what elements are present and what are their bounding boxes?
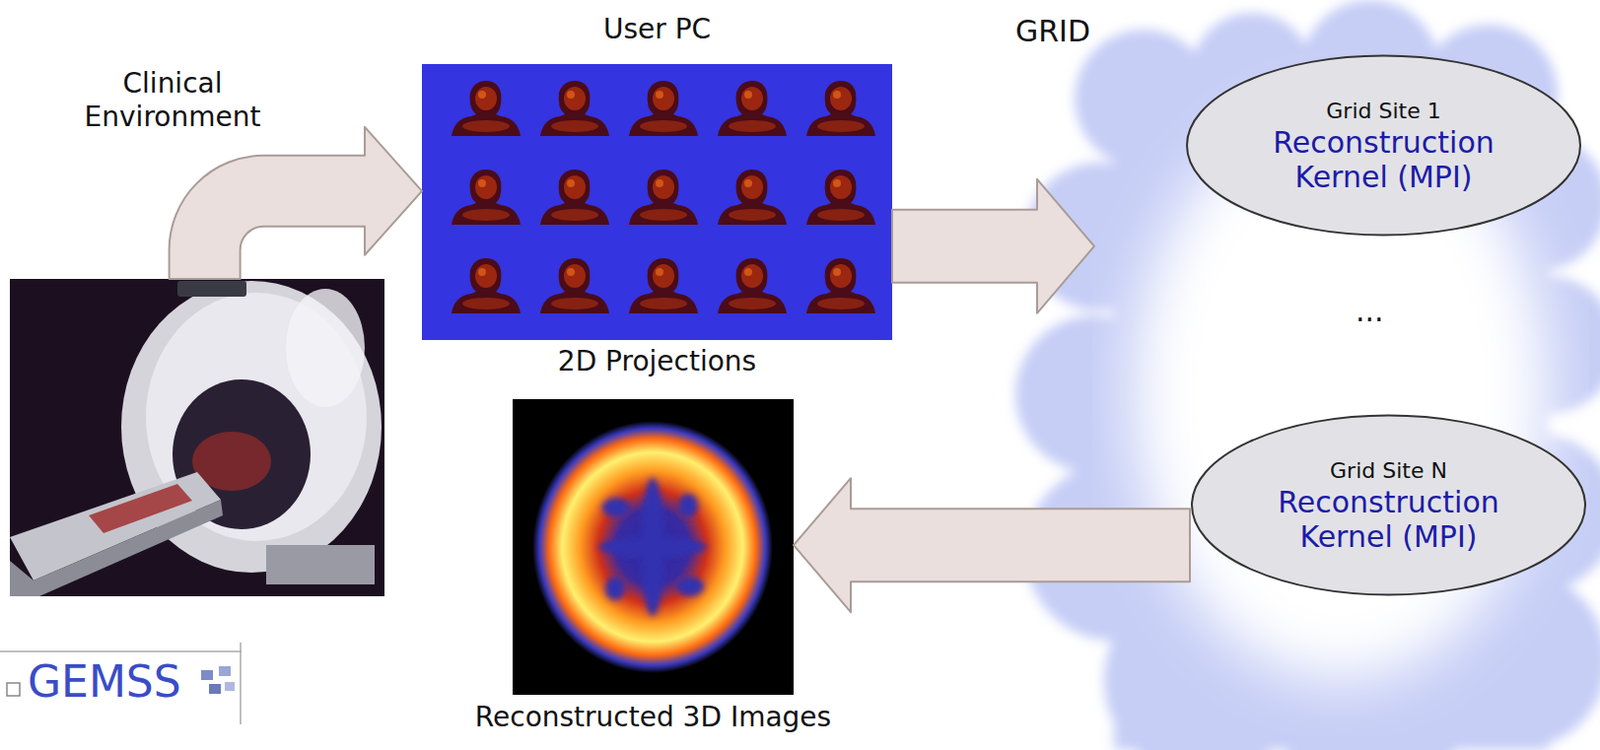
kernel-name: Reconstruction Kernel (MPI) [1241, 125, 1528, 195]
block-arrow [793, 478, 1190, 613]
node-heading: GRID [1015, 13, 1091, 50]
ellipse-content: Grid Site 1Reconstruction Kernel (MPI) [1184, 54, 1583, 237]
ellipse-shape [1191, 415, 1586, 595]
projection-thumbnails [421, 64, 893, 341]
grid-cloud-node: GRIDGrid Site 1Reconstruction Kernel (MP… [1094, 19, 1600, 750]
ellipse-shape [1186, 55, 1581, 235]
node-caption: Reconstructed 3D Images [423, 700, 883, 735]
node-heading: Clinical Environment [64, 67, 281, 135]
ellipse-content: Grid Site NReconstruction Kernel (MPI) [1189, 414, 1588, 597]
block-arrow [169, 127, 422, 279]
grid-site-ellipse: Grid Site 1Reconstruction Kernel (MPI) [1184, 54, 1583, 237]
kernel-name: Reconstruction Kernel (MPI) [1246, 485, 1532, 555]
image-node: Reconstructed 3D Images [512, 399, 794, 696]
user-pc-node: User PC2D Projections [421, 64, 893, 341]
brain-image [512, 399, 794, 696]
grid-cloud [1015, 0, 1600, 750]
node-caption: 2D Projections [421, 345, 893, 379]
ellipsis-label: ... [1355, 293, 1385, 330]
logo-text: GEMSS [27, 656, 182, 708]
node-heading: User PC [421, 12, 893, 47]
scanner-node: Clinical Environment [9, 278, 385, 597]
grid-site-ellipse: Grid Site NReconstruction Kernel (MPI) [1189, 414, 1588, 597]
site-name: Grid Site N [1329, 457, 1448, 486]
logo-frame [0, 642, 242, 725]
site-name: Grid Site 1 [1325, 97, 1441, 126]
block-arrow [892, 179, 1095, 314]
scanner-photo [9, 278, 385, 597]
